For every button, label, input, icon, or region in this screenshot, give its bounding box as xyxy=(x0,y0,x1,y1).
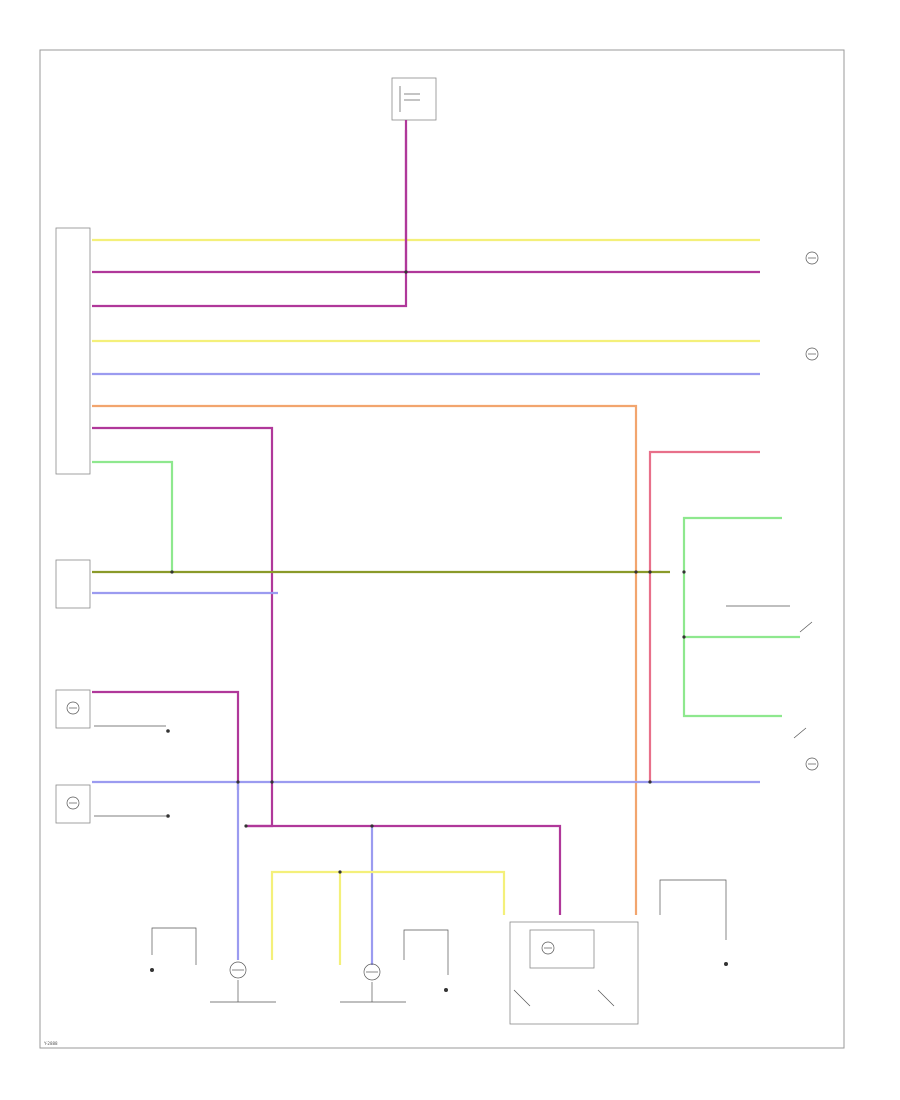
module-box-main xyxy=(55,227,91,475)
wire-green-1 xyxy=(92,460,174,572)
switch-assembly-left xyxy=(150,927,276,1003)
switch-symbol xyxy=(799,621,813,633)
bulb-symbol xyxy=(66,701,80,810)
lamp-box-left-1 xyxy=(55,689,91,729)
wire-purple-5 xyxy=(246,824,562,915)
relay-box xyxy=(509,921,639,1025)
fuse-box-top xyxy=(391,77,437,121)
switch-assembly-center xyxy=(340,929,449,1003)
wire-green-2 xyxy=(682,516,782,718)
wire-orange-1 xyxy=(92,404,638,915)
lamp-box-left-2 xyxy=(55,784,91,824)
wire-pink-1 xyxy=(648,450,760,783)
module-box-switch xyxy=(55,559,91,609)
lamp-box-bottom-right xyxy=(659,879,728,966)
ground-symbol xyxy=(94,725,170,818)
junction-dot xyxy=(170,270,686,874)
wire-yellow-3 xyxy=(270,870,506,960)
wire-purple-2 xyxy=(92,130,408,308)
diagram-code-label: Y-2888 xyxy=(43,1041,58,1046)
switch-symbol xyxy=(793,727,807,739)
bulb-symbol xyxy=(805,251,819,771)
diagram-frame xyxy=(39,49,845,1049)
wire-purple-3 xyxy=(92,426,274,828)
wire-purple-4 xyxy=(92,690,240,790)
